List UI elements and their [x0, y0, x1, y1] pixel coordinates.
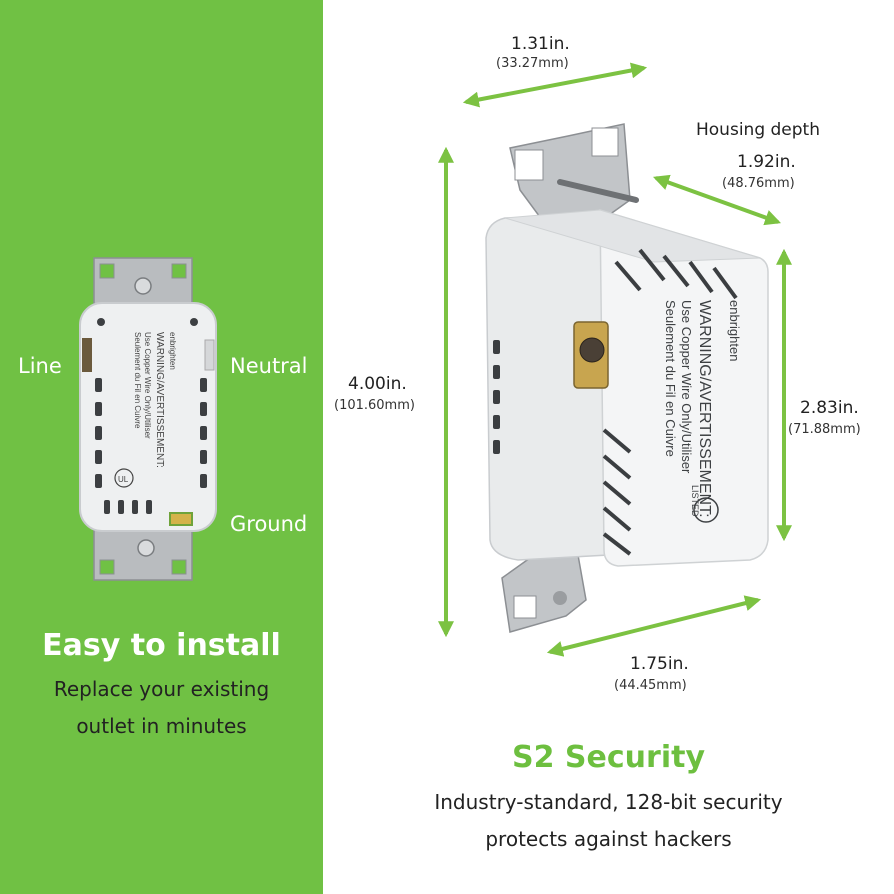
width-main-label: 1.31in.	[511, 34, 570, 54]
s2-security-title: S2 Security	[512, 740, 705, 775]
housing-front-face	[599, 208, 769, 567]
angled-copper-text-2: Seulement du Fil en Cuivre	[663, 300, 678, 457]
terminal-screw-icon	[579, 337, 605, 363]
svg-text:UL: UL	[118, 475, 129, 484]
angled-copper-text-1: Use Copper Wire Only/Utiliser	[679, 300, 694, 474]
base-width-sub-label: (44.45mm)	[614, 678, 687, 693]
front-brand-text: enbrighten	[168, 332, 177, 370]
listed-text: LISTED	[690, 485, 700, 517]
front-copper-text-2: Seulement du Fil en Cuivre	[133, 332, 142, 429]
dimension-arrows	[438, 62, 792, 657]
ground-terminal	[169, 512, 193, 526]
angled-bottom-strap	[501, 554, 587, 633]
left-headline: Easy to install	[42, 628, 281, 663]
left-subline-2: outlet in minutes	[76, 714, 247, 738]
depth-main-label: 1.92in.	[737, 152, 796, 172]
line-terminal	[82, 338, 92, 372]
line-label: Line	[18, 354, 62, 378]
front-warning-text: WARNING/AVERTISSEMENT:	[154, 332, 165, 468]
top-screw-icon	[134, 277, 152, 295]
body-height-main-label: 2.83in.	[800, 398, 859, 418]
width-sub-label: (33.27mm)	[496, 56, 569, 71]
s2-subline-1: Industry-standard, 128-bit security	[434, 790, 783, 814]
angled-ul-mark	[693, 497, 719, 523]
s2-subline-2: protects against hackers	[485, 827, 732, 851]
neutral-label: Neutral	[230, 354, 308, 378]
front-copper-text-1: Use Copper Wire Only/Utiliser	[143, 332, 152, 439]
base-width-main-label: 1.75in.	[630, 654, 689, 674]
height-sub-label: (101.60mm)	[334, 398, 415, 413]
ground-label: Ground	[230, 512, 308, 536]
width-arrow	[462, 62, 648, 108]
housing-side-face	[485, 217, 609, 561]
front-device-illustration: enbrighten WARNING/AVERTISSEMENT: Use Co…	[79, 257, 217, 581]
base-width-arrow	[546, 595, 762, 657]
depth-sub-label: (48.76mm)	[722, 176, 795, 191]
front-housing	[79, 302, 217, 532]
left-subline-1: Replace your existing	[53, 677, 270, 701]
front-ul-mark	[114, 468, 134, 488]
height-main-label: 4.00in.	[348, 374, 407, 394]
angled-device-illustration: enbrighten WARNING/AVERTISSEMENT: Use Co…	[485, 123, 769, 633]
angled-brand-text: enbrighten	[727, 300, 742, 361]
depth-arrow	[652, 174, 782, 226]
bottom-screw-icon	[137, 539, 155, 557]
angled-warning-text: WARNING/AVERTISSEMENT:	[696, 300, 713, 518]
mounting-screw-icon	[557, 179, 639, 203]
body-height-sub-label: (71.88mm)	[788, 422, 861, 437]
housing-depth-label: Housing depth	[696, 120, 820, 140]
